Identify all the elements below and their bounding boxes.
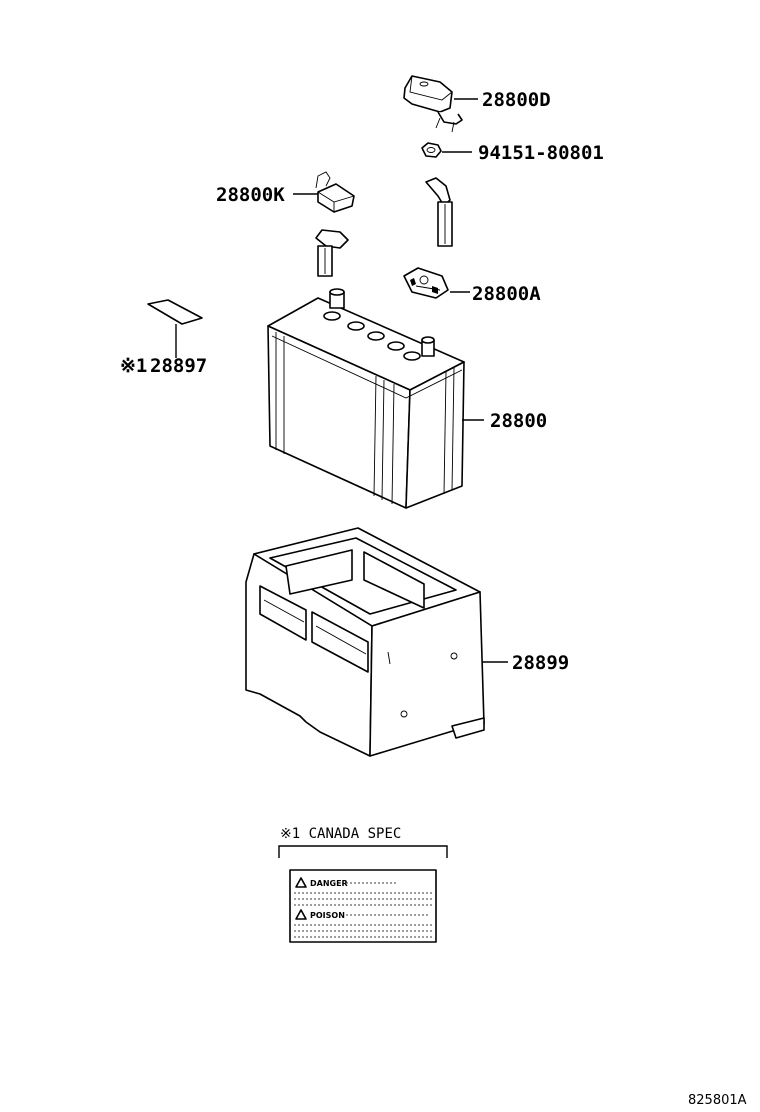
positive-cable: [425, 177, 453, 247]
callout-28897: 28897: [150, 355, 207, 377]
terminal-clamp-28800A: [403, 267, 470, 299]
note-bracket: [278, 845, 448, 858]
callout-28800D: 28800D: [482, 89, 551, 111]
label-poison: POISON: [310, 911, 345, 920]
drawing-code: 825801A: [688, 1093, 747, 1108]
callout-28800K: 28800K: [216, 184, 285, 206]
caution-label-28897: [147, 299, 203, 358]
battery-tray-28899: [245, 527, 508, 757]
terminal-cover-28800D: [403, 75, 478, 133]
negative-cable: [315, 229, 349, 277]
note-title: ※1 CANADA SPEC: [280, 826, 401, 842]
terminal-cover-28800K: [293, 171, 355, 213]
callout-94151-80801: 94151-80801: [478, 142, 604, 164]
nut-94151-80801: [421, 142, 472, 158]
callout-28899: 28899: [512, 652, 569, 674]
label-danger: DANGER: [310, 879, 348, 888]
battery-28800: [267, 288, 484, 509]
callout-28800: 28800: [490, 410, 547, 432]
callout-28800A: 28800A: [472, 283, 541, 305]
callout-28897-mark: ※1: [120, 355, 147, 377]
caution-label-illustration: DANGER POISON: [289, 869, 437, 943]
